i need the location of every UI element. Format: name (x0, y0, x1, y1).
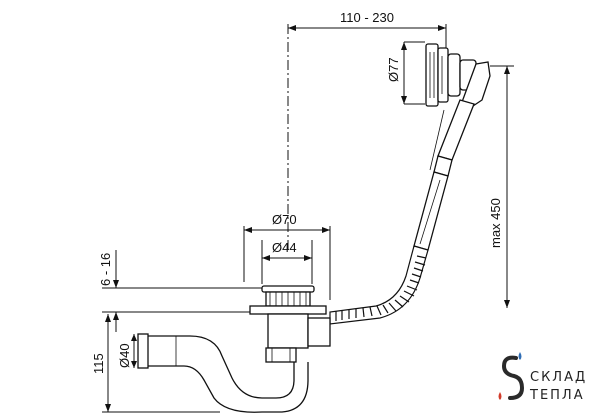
flange-diameter-label: Ø77 (386, 57, 401, 82)
logo-blue-drop-icon (518, 352, 522, 360)
corrugated-hose (329, 245, 429, 325)
siphon-trap (137, 333, 309, 413)
dimension-max-height: max 450 (488, 65, 514, 308)
logo-line-2: ТЕПЛА (529, 388, 585, 403)
overflow-fitting (425, 43, 491, 109)
trap-height-label: 115 (91, 353, 106, 374)
overflow-pipe (413, 99, 475, 251)
max-height-label: max 450 (488, 198, 503, 248)
logo-red-drop-icon (498, 392, 502, 400)
outer-diameter-label: Ø70 (272, 212, 297, 227)
logo-line-1: СКЛАД (530, 370, 587, 385)
inner-diameter-label: Ø44 (272, 240, 297, 255)
dimension-inner-diameter: Ø44 (261, 240, 313, 284)
dimension-outer-diameter: Ø70 (243, 212, 331, 300)
drain-body (249, 285, 331, 363)
dimension-pipe-diameter: Ø40 (117, 334, 137, 368)
horizontal-offset-label: 110 - 230 (340, 10, 394, 25)
dimension-rim-thickness: 6 - 16 (98, 250, 262, 332)
pipe-diameter-label: Ø40 (117, 343, 132, 368)
brand-logo: СКЛАД ТЕПЛА (498, 352, 587, 403)
dimension-trap-height: 115 (91, 314, 220, 413)
dimension-flange-diameter: Ø77 (386, 41, 425, 105)
rim-thickness-label: 6 - 16 (98, 253, 113, 286)
dimension-horizontal-offset: 110 - 230 (288, 10, 447, 48)
logo-s-icon (501, 355, 525, 400)
